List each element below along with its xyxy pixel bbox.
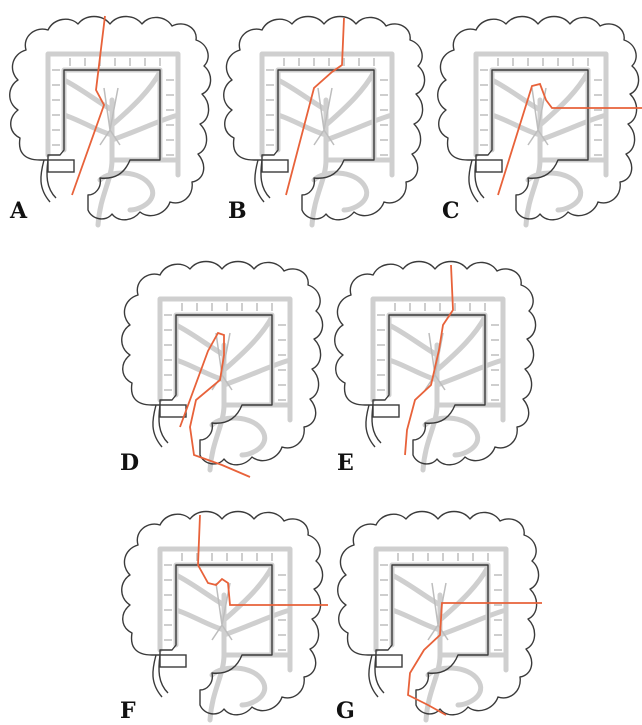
panel-label-a: A [10, 200, 27, 222]
panel-label-f: F [120, 700, 136, 722]
panel-b [224, 17, 425, 226]
panel-f [122, 512, 328, 721]
panel-e [335, 262, 536, 471]
panel-c [438, 17, 642, 226]
panel-label-e: E [337, 452, 354, 474]
panel-d [122, 262, 323, 478]
resection-line-b [286, 18, 344, 195]
panel-label-d: D [120, 452, 139, 474]
panel-a [10, 16, 211, 225]
panel-label-c: C [442, 200, 460, 222]
resection-line-a [72, 16, 105, 195]
panel-label-b: B [228, 200, 247, 222]
panel-g [338, 512, 542, 721]
panel-label-g: G [336, 700, 355, 722]
